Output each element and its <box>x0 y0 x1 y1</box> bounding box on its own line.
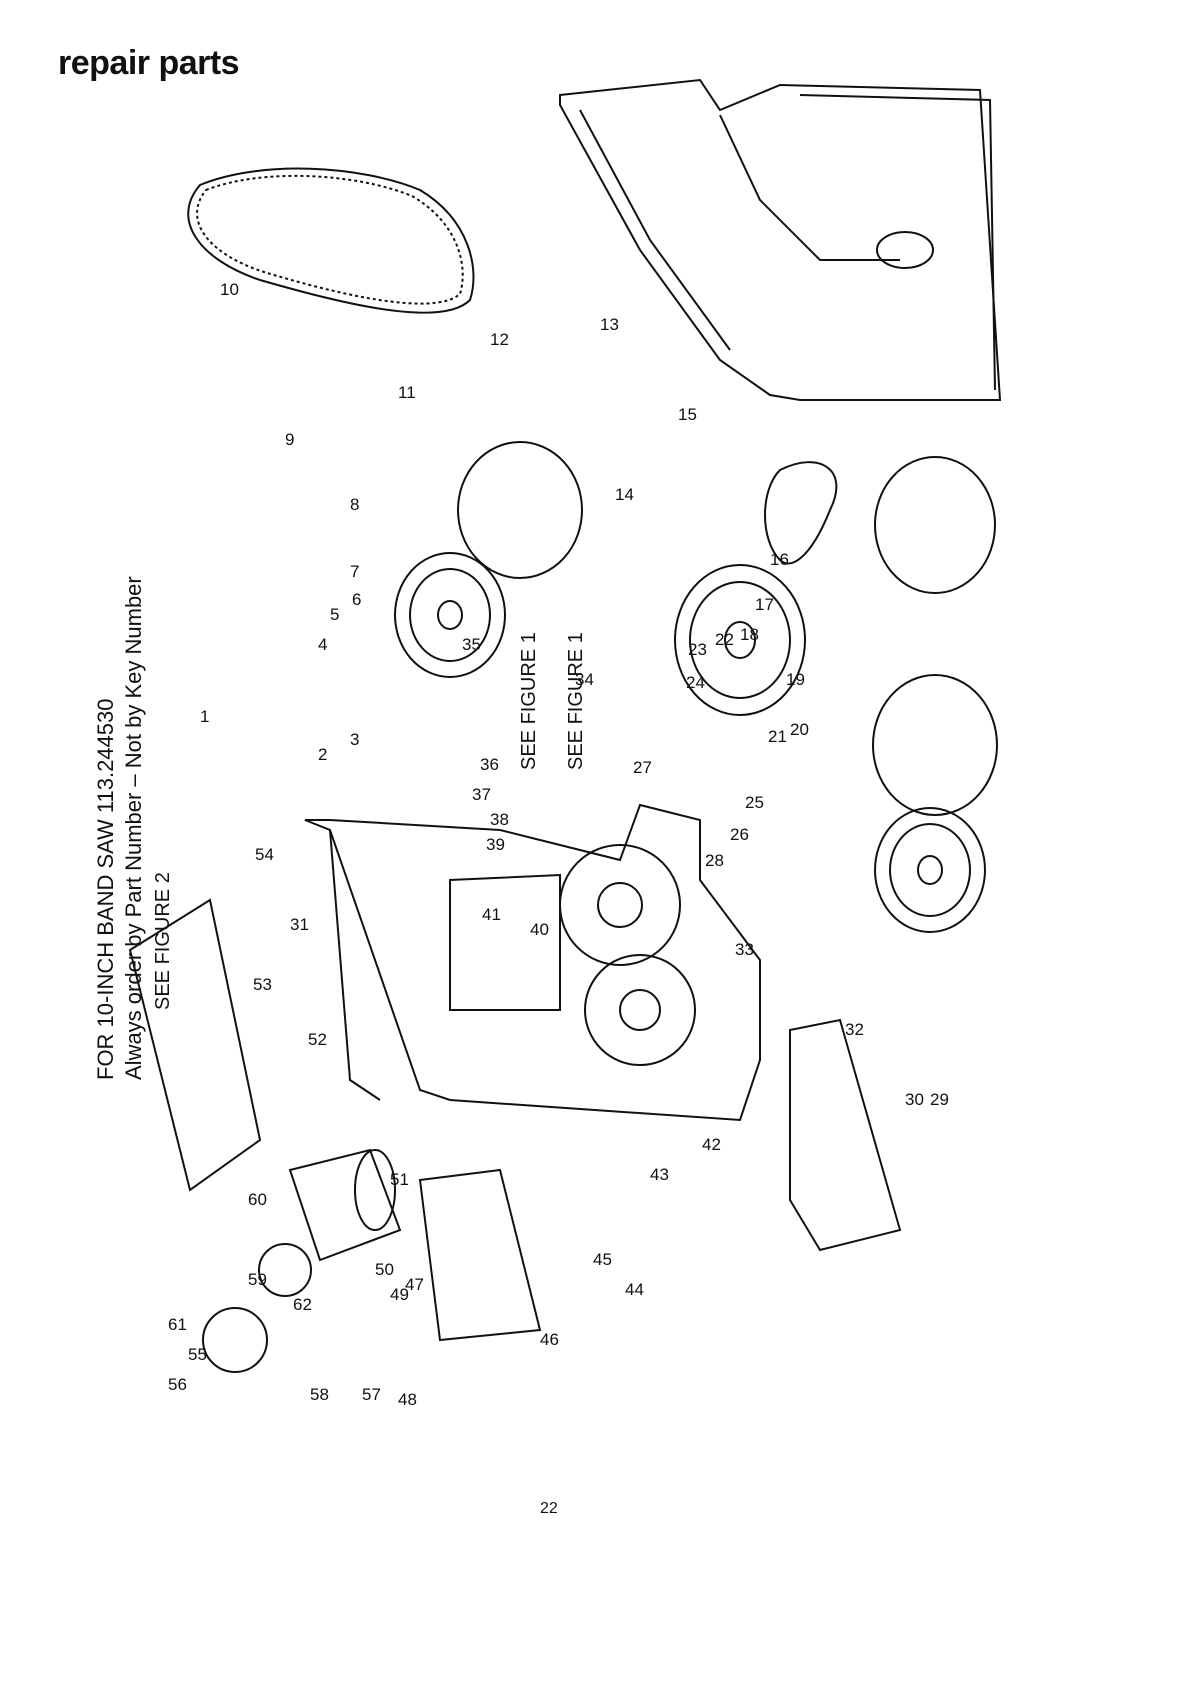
upper-wheel-drawing <box>394 552 506 678</box>
callout-label: 33 <box>735 940 754 959</box>
callout-label: 20 <box>790 720 809 739</box>
callout-label: 9 <box>285 430 294 449</box>
callout-label: 21 <box>768 727 787 746</box>
drive-belt-drawing <box>764 461 838 565</box>
callout-label: 46 <box>540 1330 559 1349</box>
callout-label: 62 <box>293 1295 312 1314</box>
callout-label: 24 <box>686 673 705 692</box>
callout-label: 17 <box>755 595 774 614</box>
callout-label: 38 <box>490 810 509 829</box>
callout-label: 48 <box>398 1390 417 1409</box>
lower-wheel-drawing <box>674 564 806 716</box>
callout-label: 37 <box>472 785 491 804</box>
callout-label: 40 <box>530 920 549 939</box>
callout-label: 30 <box>905 1090 924 1109</box>
callout-label: 50 <box>375 1260 394 1279</box>
callout-label: 8 <box>350 495 359 514</box>
parts-callouts: 1 2 3 4 5 6 7 8 9 10 11 12 13 14 15 16 1… <box>168 280 949 1409</box>
callout-label: 34 <box>575 670 594 689</box>
saw-blade-drawing <box>187 167 475 314</box>
callout-label: 57 <box>362 1385 381 1404</box>
motor-pulley-drawing <box>258 1243 312 1297</box>
motor-drawing <box>288 1148 402 1262</box>
callout-label: 13 <box>600 315 619 334</box>
callout-label: 14 <box>615 485 634 504</box>
callout-label: 6 <box>352 590 361 609</box>
callout-label: 49 <box>390 1285 409 1304</box>
callout-label: 11 <box>398 383 416 402</box>
callout-label: 10 <box>220 280 239 299</box>
switch-box-drawing <box>418 1168 542 1342</box>
base-drawing <box>789 1018 902 1252</box>
callout-label: 45 <box>593 1250 612 1269</box>
lower-idler-wheel-drawing <box>874 807 986 933</box>
callout-label: 27 <box>633 758 652 777</box>
callout-label: 28 <box>705 851 724 870</box>
page-title: repair parts <box>58 44 240 82</box>
frame-drawing <box>304 803 761 1122</box>
callout-label: 52 <box>308 1030 327 1049</box>
callout-label: 5 <box>330 605 339 624</box>
page-number: 22 <box>540 1500 558 1517</box>
callout-label: 54 <box>255 845 274 864</box>
callout-label: 47 <box>405 1275 424 1294</box>
callout-label: 7 <box>350 562 359 581</box>
callout-label: 25 <box>745 793 764 812</box>
callout-label: 61 <box>168 1315 187 1334</box>
callout-label: 58 <box>310 1385 329 1404</box>
callout-label: 22 <box>715 630 734 649</box>
callout-label: 36 <box>480 755 499 774</box>
callout-label: 2 <box>318 745 327 764</box>
callout-label: 23 <box>688 640 707 659</box>
callout-label: 60 <box>248 1190 267 1209</box>
upper-tire-drawing <box>457 441 583 579</box>
tire-right-drawing <box>874 456 996 594</box>
callout-label: 16 <box>770 550 789 569</box>
tire-lower-drawing <box>872 674 998 816</box>
callout-label: 15 <box>678 405 697 424</box>
callout-label: 26 <box>730 825 749 844</box>
callout-label: 44 <box>625 1280 644 1299</box>
callout-label: 35 <box>462 635 481 654</box>
callout-label: 4 <box>318 635 327 654</box>
callout-label: 29 <box>930 1090 949 1109</box>
callout-label: 1 <box>200 707 209 726</box>
callout-label: 3 <box>350 730 359 749</box>
callout-label: 55 <box>188 1345 207 1364</box>
callout-label: 41 <box>482 905 501 924</box>
motor-cover-drawing <box>202 1307 268 1373</box>
callout-label: 39 <box>486 835 505 854</box>
callout-label: 19 <box>786 670 805 689</box>
callout-label: 53 <box>253 975 272 994</box>
table-drawing <box>128 898 262 1192</box>
callout-label: 59 <box>248 1270 267 1289</box>
callout-label: 32 <box>845 1020 864 1039</box>
callout-label: 18 <box>740 625 759 644</box>
callout-label: 43 <box>650 1165 669 1184</box>
callout-label: 12 <box>490 330 509 349</box>
wheel-cover-drawing <box>559 78 1002 401</box>
callout-label: 56 <box>168 1375 187 1394</box>
callout-label: 51 <box>390 1170 409 1189</box>
callout-label: 31 <box>290 915 309 934</box>
callout-label: 42 <box>702 1135 721 1154</box>
